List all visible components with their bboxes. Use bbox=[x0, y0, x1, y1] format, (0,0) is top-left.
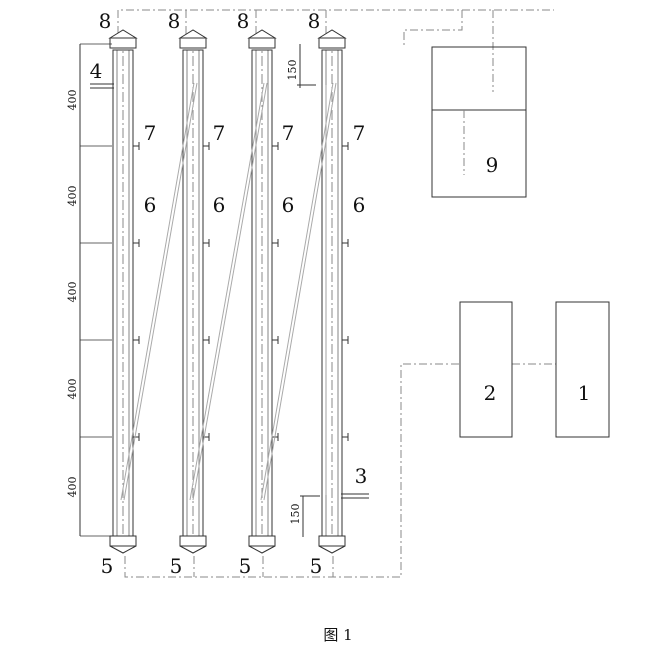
columns: 8 7 6 5 8 7 6 5 8 7 6 5 8 7 6 5 bbox=[99, 9, 366, 578]
top-manifold-pipe bbox=[117, 9, 554, 92]
column-4: 8 7 6 5 bbox=[308, 9, 366, 578]
port-label-7: 7 bbox=[353, 121, 366, 145]
outlet-3: 3 bbox=[341, 464, 369, 499]
coil-strand bbox=[263, 82, 337, 501]
dimension-150-top-label: 150 bbox=[286, 60, 299, 81]
dimension-150-top: 150 bbox=[286, 44, 316, 88]
top-label-8: 8 bbox=[99, 9, 112, 33]
bottom-cap-cone bbox=[318, 545, 346, 554]
box-1-label: 1 bbox=[578, 381, 591, 405]
column-3: 8 7 6 5 bbox=[237, 9, 295, 578]
box-2: 2 bbox=[459, 301, 513, 438]
bottom-cap-cone bbox=[109, 545, 137, 554]
bottom-label-5: 5 bbox=[239, 554, 252, 578]
middle-label-6: 6 bbox=[144, 193, 157, 217]
top-label-8: 8 bbox=[308, 9, 321, 33]
middle-label-6: 6 bbox=[213, 193, 226, 217]
bottom-cap bbox=[179, 535, 207, 547]
dimension-400-label: 400 bbox=[66, 477, 79, 498]
top-cap-cone bbox=[317, 29, 347, 39]
top-cap bbox=[179, 37, 207, 49]
bottom-cap bbox=[109, 535, 137, 547]
box-2-label: 2 bbox=[484, 381, 497, 405]
inlet-4-label: 4 bbox=[90, 59, 103, 83]
port-label-7: 7 bbox=[144, 121, 157, 145]
bottom-manifold-pipe bbox=[124, 363, 556, 578]
top-cap-cone bbox=[247, 29, 277, 39]
top-cap-cone bbox=[108, 29, 138, 39]
top-cap bbox=[318, 37, 346, 49]
top-cap bbox=[248, 37, 276, 49]
tank-9-label: 9 bbox=[486, 153, 499, 177]
box-1: 1 bbox=[555, 301, 610, 438]
dimension-150-bottom-label: 150 bbox=[289, 504, 302, 525]
coil-strand bbox=[192, 82, 268, 501]
column-1: 8 7 6 5 bbox=[99, 9, 157, 578]
middle-label-6: 6 bbox=[282, 193, 295, 217]
top-cap-cone bbox=[178, 29, 208, 39]
dimension-150-bottom: 150 bbox=[289, 495, 320, 537]
bottom-label-5: 5 bbox=[170, 554, 183, 578]
bottom-label-5: 5 bbox=[310, 554, 323, 578]
bottom-cap-cone bbox=[179, 545, 207, 554]
top-cap bbox=[109, 37, 137, 49]
bottom-cap bbox=[248, 535, 276, 547]
dimension-400-label: 400 bbox=[66, 90, 79, 111]
coil-strand bbox=[123, 82, 198, 501]
column-2: 8 7 6 5 bbox=[168, 9, 226, 578]
port-label-7: 7 bbox=[213, 121, 226, 145]
dimension-line-left: 400 400 400 400 400 bbox=[66, 43, 112, 537]
coil-strand bbox=[120, 82, 195, 501]
dimension-400-label: 400 bbox=[66, 379, 79, 400]
bottom-cap-cone bbox=[248, 545, 276, 554]
dimension-400-label: 400 bbox=[66, 282, 79, 303]
top-label-8: 8 bbox=[168, 9, 181, 33]
tank-9: 9 bbox=[431, 46, 527, 198]
port-label-7: 7 bbox=[282, 121, 295, 145]
bottom-label-5: 5 bbox=[101, 554, 114, 578]
figure-caption: 图 1 bbox=[323, 626, 352, 644]
bottom-cap bbox=[318, 535, 346, 547]
inlet-4: 4 bbox=[90, 59, 114, 89]
coil-strand bbox=[260, 82, 334, 501]
coil-strand bbox=[189, 82, 265, 501]
dimension-400-label: 400 bbox=[66, 186, 79, 207]
outlet-3-label: 3 bbox=[355, 464, 368, 488]
top-label-8: 8 bbox=[237, 9, 250, 33]
middle-label-6: 6 bbox=[353, 193, 366, 217]
